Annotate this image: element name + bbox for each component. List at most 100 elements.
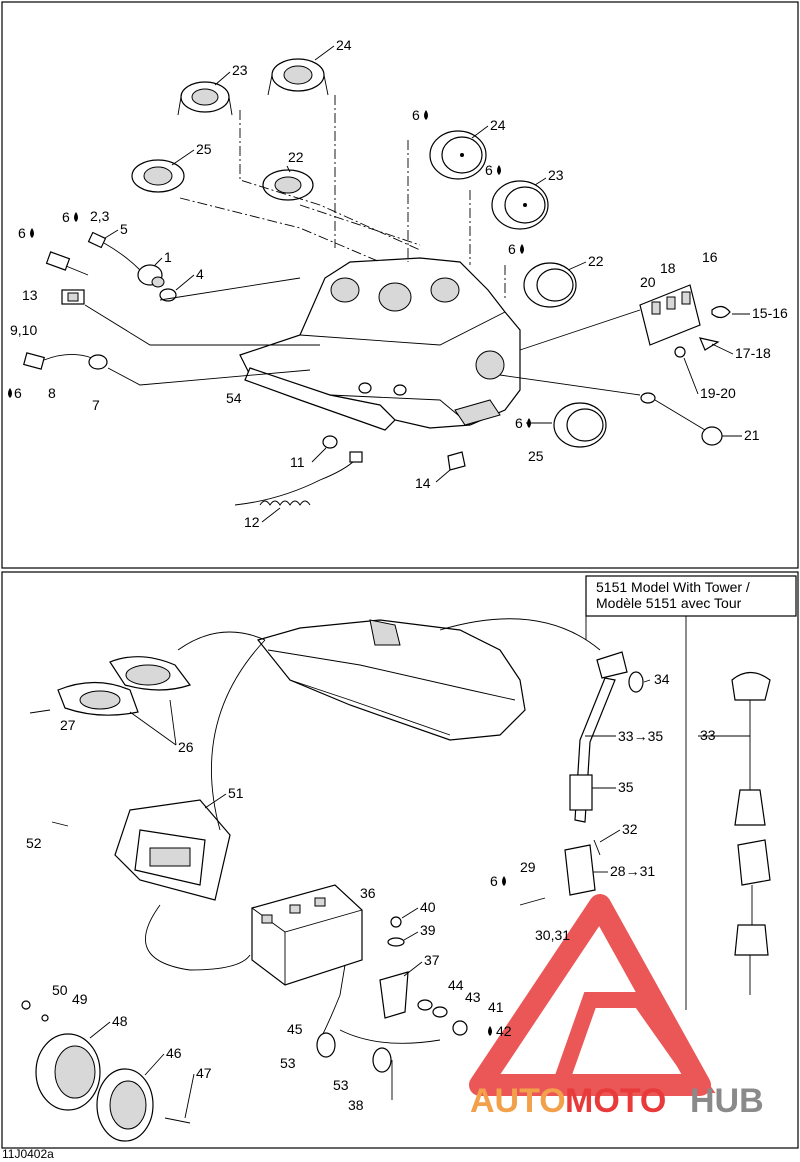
nut-19 [674, 346, 686, 358]
washer-44 [417, 999, 433, 1011]
label-33: 33 [700, 727, 716, 743]
gauge-22 [523, 262, 577, 308]
label-17-18: 17-18 [735, 345, 771, 361]
bulb-34 [628, 671, 644, 693]
gauge-bezel-25-top [131, 159, 185, 193]
label-7: 7 [92, 397, 100, 413]
label-53b: 53 [333, 1077, 349, 1093]
label-33-35: 33→35 [618, 728, 663, 744]
label-2-3: 2,3 [90, 208, 110, 224]
label-6h: 6 [490, 873, 498, 889]
wordmark-hub: HUB [690, 1082, 764, 1120]
label-44: 44 [448, 977, 464, 993]
gasket-26a [109, 656, 191, 691]
tower-box-line2: Modèle 5151 avec Tour [596, 595, 742, 611]
label-47: 47 [196, 1065, 212, 1081]
screw-29 [519, 897, 546, 906]
washer-43 [432, 1006, 448, 1018]
label-52: 52 [26, 835, 42, 851]
gauge-bezel-23-top [177, 81, 233, 116]
label-30-31: 30,31 [535, 927, 570, 943]
label-6e: 6 [485, 162, 493, 178]
label-32: 32 [622, 821, 638, 837]
switch-cap-17 [699, 337, 720, 351]
buzzer-1 [137, 264, 165, 288]
wire-harness-12 [234, 451, 363, 506]
speaker-grille-46 [96, 1068, 154, 1142]
buzzer-mount-line [159, 277, 301, 301]
connector-6a [45, 251, 89, 276]
label-51: 51 [228, 785, 244, 801]
label-25b: 25 [528, 448, 544, 464]
battery-arrow [145, 904, 251, 971]
label-12: 12 [244, 514, 260, 530]
label-27: 27 [60, 717, 76, 733]
label-22a: 22 [288, 149, 304, 165]
gauge-25 [553, 402, 607, 448]
label-6a: 6 [412, 107, 420, 123]
plug-mount-line [499, 374, 641, 396]
label-34: 34 [654, 671, 670, 687]
label-4: 4 [196, 266, 204, 282]
label-36: 36 [360, 885, 376, 901]
sensor-7 [88, 354, 108, 370]
upper-diagram-frame [1, 1, 799, 569]
label-23a: 23 [232, 62, 248, 78]
switch-lead [519, 309, 641, 351]
switch-13 [61, 289, 85, 305]
clamp-53b [372, 1047, 392, 1073]
switch-plate [639, 284, 701, 346]
label-5: 5 [120, 221, 128, 237]
label-43: 43 [465, 989, 481, 1005]
label-29: 29 [520, 859, 536, 875]
connector-5 [87, 231, 141, 271]
label-22b: 22 [588, 253, 604, 269]
label-48: 48 [112, 1013, 128, 1029]
tower-light-assembly [731, 671, 771, 995]
label-6c: 6 [14, 385, 22, 401]
mount-line-25 [179, 197, 381, 263]
liquid-droplet-icons [8, 110, 531, 1036]
label-11: 11 [290, 454, 305, 470]
mount-line-23 [239, 110, 421, 251]
lower-diagram-frame [1, 571, 799, 1149]
radio-arrow [211, 639, 266, 831]
screw-32 [593, 839, 601, 856]
fan-icon [711, 305, 731, 319]
mount-line-22 [299, 204, 421, 246]
label-40: 40 [420, 899, 436, 915]
label-49: 49 [72, 991, 88, 1007]
label-18: 18 [660, 260, 676, 276]
label-8: 8 [48, 385, 56, 401]
label-1: 1 [164, 249, 172, 265]
label-50: 50 [52, 982, 68, 998]
screw-27 [29, 709, 51, 714]
tower-box-line1: 5151 Model With Tower / [596, 579, 750, 595]
speaker-housing-48 [35, 1033, 101, 1111]
gauge-24 [429, 130, 487, 180]
hull-arrow-left [177, 631, 266, 651]
stereo-box-51 [114, 799, 231, 901]
gauge-bezel-22-top [262, 169, 314, 201]
label-13: 13 [22, 287, 38, 303]
wordmark-auto: AUTO [470, 1082, 566, 1120]
label-39: 39 [420, 922, 436, 938]
washer-39 [387, 937, 405, 947]
screw-52 [51, 821, 69, 827]
label-16: 16 [702, 249, 718, 265]
label-25a: 25 [196, 141, 212, 157]
label-24b: 24 [490, 117, 506, 133]
label-9-10: 9,10 [10, 322, 37, 338]
switch-mount-line [84, 304, 320, 346]
label-leaders [89, 45, 750, 1119]
label-23b: 23 [548, 167, 564, 183]
automotohub-wordmark: AUTO MOTO HUB [470, 1082, 764, 1120]
connector-9-10 [23, 352, 93, 370]
boat-hull [256, 619, 526, 741]
battery-bracket-37 [379, 971, 409, 1019]
label-45: 45 [287, 1021, 303, 1037]
reference-code: 11J0402a [2, 1147, 54, 1161]
label-14: 14 [415, 475, 431, 491]
clamp-53a [316, 1032, 336, 1058]
gauge-bezel-24-top [267, 58, 329, 96]
